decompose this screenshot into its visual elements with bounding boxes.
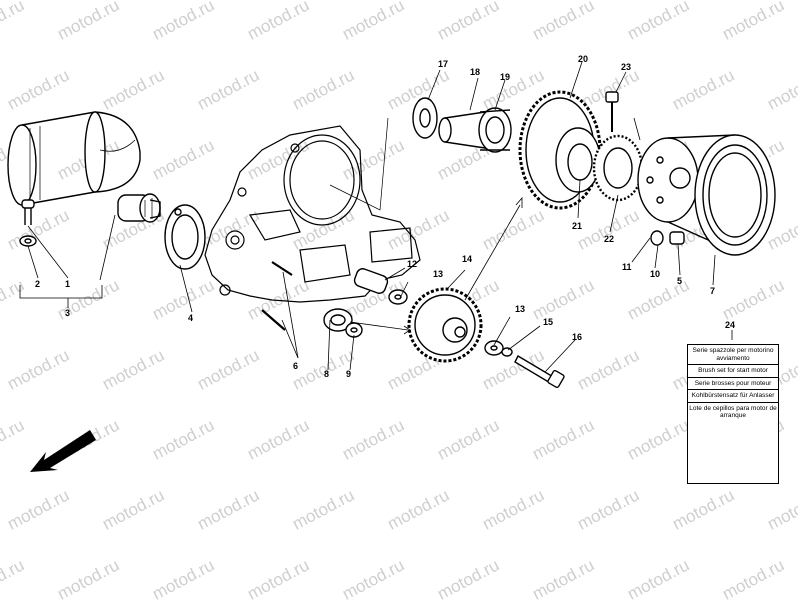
callout-3: 3 xyxy=(65,308,71,318)
callout-4: 4 xyxy=(188,313,194,323)
callout-5: 5 xyxy=(677,276,683,286)
callout-23: 23 xyxy=(621,62,632,72)
callout-10: 10 xyxy=(650,269,661,279)
legend-line: Serie spazzole per motorino avviamento xyxy=(692,347,774,362)
callout-2: 2 xyxy=(35,279,41,289)
callout-21: 21 xyxy=(572,221,583,231)
legend-box: Serie spazzole per motorino avviamento B… xyxy=(687,344,779,484)
callout-8: 8 xyxy=(324,369,330,379)
callout-20: 20 xyxy=(578,54,589,64)
legend-line: Brush set for start motor xyxy=(688,364,778,377)
screw-and-washer xyxy=(19,199,37,247)
callout-16: 16 xyxy=(572,332,583,342)
intermediate-gear xyxy=(407,287,483,363)
screw xyxy=(605,91,619,132)
callout-15: 15 xyxy=(543,317,554,327)
flywheel xyxy=(637,134,776,256)
callout-19: 19 xyxy=(500,72,511,82)
callout-18: 18 xyxy=(470,67,481,77)
freewheel xyxy=(592,134,644,202)
callout-9: 9 xyxy=(346,369,352,379)
callout-6: 6 xyxy=(293,361,299,371)
gasket xyxy=(164,204,206,270)
callout-14: 14 xyxy=(462,254,473,264)
legend-line: Kohlbürstensatz für Anlasser xyxy=(688,389,778,402)
shaft-and-bearing xyxy=(412,97,512,153)
bolt-assembly xyxy=(484,340,565,389)
direction-arrow xyxy=(30,430,96,472)
callout-1: 1 xyxy=(65,279,71,289)
callout-11: 11 xyxy=(622,262,632,272)
callout-7: 7 xyxy=(710,286,716,296)
nut-and-screw xyxy=(650,230,685,246)
callout-13a: 13 xyxy=(433,269,444,279)
leader-lines xyxy=(19,61,733,373)
crankcase-cover xyxy=(204,125,421,331)
legend-line: Serie brosses pour moteur xyxy=(688,376,778,390)
shaft xyxy=(353,268,408,305)
legend-number: 24 xyxy=(725,320,736,330)
callout-22: 22 xyxy=(604,234,615,244)
starter-motor xyxy=(7,111,161,223)
needle-bearing xyxy=(323,308,363,338)
callout-17: 17 xyxy=(438,59,449,69)
legend-line: Lote de cepillos para motor de arranque xyxy=(688,401,778,422)
callout-13b: 13 xyxy=(515,304,526,314)
starter-gear xyxy=(518,90,602,210)
callout-12: 12 xyxy=(407,259,418,269)
